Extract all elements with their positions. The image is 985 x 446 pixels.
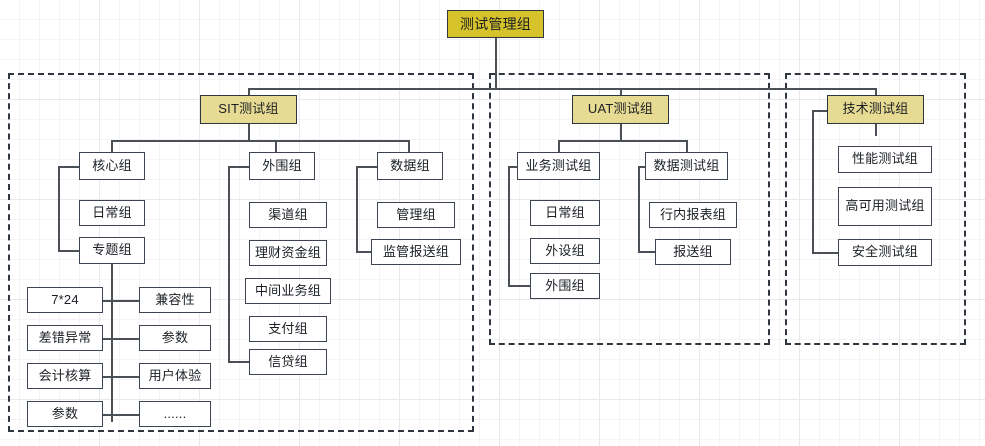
node-outer-child-3[interactable]: 中间业务组 (245, 278, 331, 304)
node-uat-business-child-1[interactable]: 日常组 (530, 200, 600, 226)
connector-topic-row2 (103, 338, 139, 340)
connector-uat-data-down (638, 166, 640, 252)
connector-topic-row4 (103, 414, 139, 416)
group-container-tech (785, 73, 966, 345)
connector-root-bus (248, 88, 876, 90)
node-tech-child-1[interactable]: 性能测试组 (838, 146, 932, 173)
node-tech-child-3[interactable]: 安全测试组 (838, 239, 932, 266)
node-uat-data-child-2[interactable]: 报送组 (655, 239, 731, 265)
connector-tech-out (812, 110, 838, 112)
node-tech-child-2[interactable]: 高可用测试组 (838, 187, 932, 226)
connector-uat-stem (620, 124, 622, 141)
connector-uat-to-data (686, 140, 688, 152)
node-topic-right-2[interactable]: 参数 (139, 325, 211, 351)
connector-sit-to-core (111, 140, 113, 152)
connector-topic-row3 (103, 376, 139, 378)
node-outer-child-2[interactable]: 理财资金组 (249, 240, 327, 266)
connector-sit-to-data (408, 140, 410, 152)
group-container-uat (489, 73, 770, 345)
node-outer-child-4[interactable]: 支付组 (249, 316, 327, 342)
node-sit-core-topic[interactable]: 专题组 (79, 237, 145, 264)
node-topic-left-3[interactable]: 会计核算 (27, 363, 103, 389)
connector-core-left-out (58, 166, 80, 168)
connector-tech-to-last (812, 252, 838, 254)
connector-sit-to-outer (275, 140, 277, 152)
node-uat-business-child-2[interactable]: 外设组 (530, 238, 600, 264)
node-sit-core-daily[interactable]: 日常组 (79, 200, 145, 226)
connector-topic-row1 (103, 300, 139, 302)
node-topic-right-1[interactable]: 兼容性 (139, 287, 211, 313)
node-sit-data[interactable]: 数据组 (377, 152, 443, 180)
node-topic-left-2[interactable]: 差错异常 (27, 325, 103, 351)
node-sit-data-child-2[interactable]: 监管报送组 (371, 239, 461, 265)
node-uat-business-child-3[interactable]: 外围组 (530, 273, 600, 299)
connector-tech-down (812, 110, 814, 253)
connector-outer-left-down (228, 166, 230, 362)
connector-outer-left-out (228, 166, 250, 168)
connector-sit-bus (111, 140, 408, 142)
node-tech-header[interactable]: 技术测试组 (827, 95, 924, 124)
node-root[interactable]: 测试管理组 (447, 10, 544, 38)
connector-core-to-topic (58, 250, 80, 252)
node-outer-child-1[interactable]: 渠道组 (249, 202, 327, 228)
connector-topic-stem (111, 264, 113, 422)
connector-uat-data-to-last (638, 251, 660, 253)
group-container-sit (8, 73, 474, 432)
connector-tech-stem (875, 124, 877, 136)
node-topic-right-4[interactable]: ...... (139, 401, 211, 427)
node-sit-outer[interactable]: 外围组 (249, 152, 315, 180)
node-uat-business[interactable]: 业务测试组 (517, 152, 600, 180)
connector-uat-business-to-last (508, 285, 530, 287)
node-topic-right-3[interactable]: 用户体验 (139, 363, 211, 389)
connector-core-left-down (58, 166, 60, 251)
node-topic-left-1[interactable]: 7*24 (27, 287, 103, 313)
node-sit-data-child-1[interactable]: 管理组 (377, 202, 455, 228)
node-topic-left-4[interactable]: 参数 (27, 401, 103, 427)
connector-root-stem (495, 38, 497, 89)
node-sit-header[interactable]: SIT测试组 (200, 95, 297, 124)
node-sit-core[interactable]: 核心组 (79, 152, 145, 180)
connector-uat-to-business (558, 140, 560, 152)
connector-outer-to-last (228, 361, 250, 363)
connector-uat-bus (558, 140, 686, 142)
node-uat-header[interactable]: UAT测试组 (572, 95, 669, 124)
node-uat-data-child-1[interactable]: 行内报表组 (649, 202, 737, 228)
connector-sit-stem (248, 124, 250, 141)
node-outer-child-5[interactable]: 信贷组 (249, 349, 327, 375)
connector-data-left-out (356, 166, 378, 168)
connector-uat-business-down (508, 166, 510, 286)
connector-data-to-last (356, 251, 378, 253)
connector-data-left-down (356, 166, 358, 252)
node-uat-data[interactable]: 数据测试组 (645, 152, 728, 180)
